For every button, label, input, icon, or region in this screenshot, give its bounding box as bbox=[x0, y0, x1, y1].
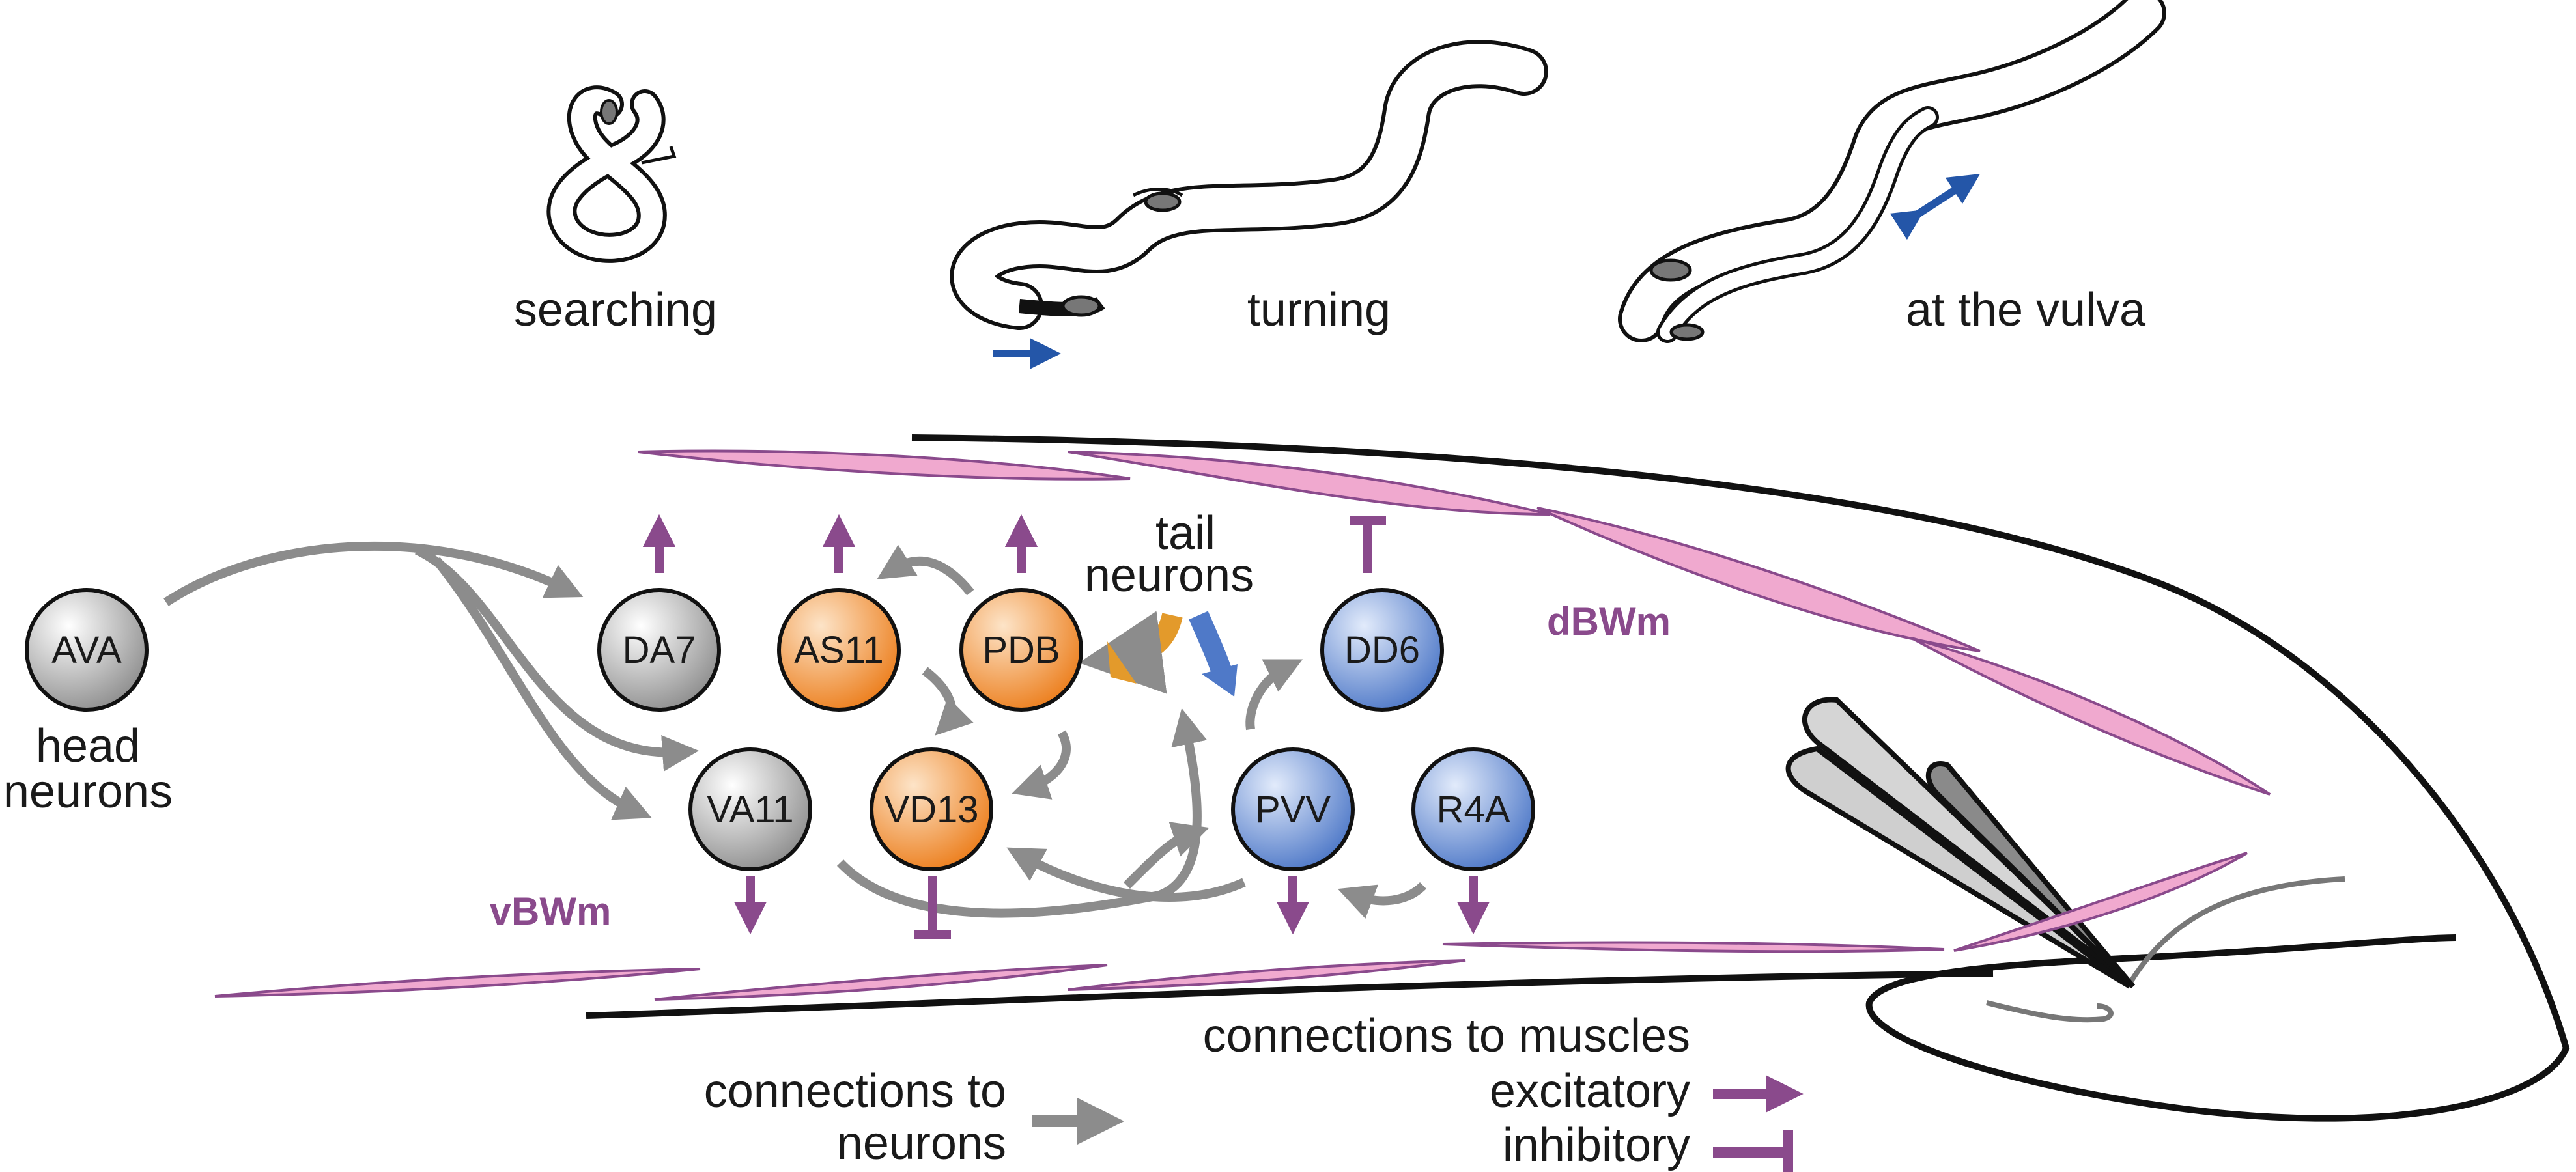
connection-as11-vd13 bbox=[922, 667, 974, 736]
behavior-at-vulva-label: at the vulva bbox=[1906, 284, 2146, 336]
tail-blue-arrowhead bbox=[1202, 664, 1238, 697]
connection-pvv-vd13 bbox=[1006, 847, 1246, 902]
svg-text:PDB: PDB bbox=[982, 629, 1060, 671]
svg-text:R4A: R4A bbox=[1437, 788, 1510, 831]
ventral-muscle-2 bbox=[654, 964, 1108, 1001]
neuron-as11: AS11 bbox=[777, 588, 901, 712]
behavior-turning-label: turning bbox=[1247, 284, 1391, 336]
spicules bbox=[1785, 697, 2136, 989]
muscle-connections bbox=[642, 514, 1490, 939]
connection-pvv-dd6 bbox=[1245, 659, 1303, 731]
body-wall-muscles bbox=[214, 449, 2271, 1001]
ventral-muscle-3 bbox=[1068, 959, 1466, 991]
tail-neurons-label-line2: neurons bbox=[1084, 550, 1254, 602]
ventral-muscle-1 bbox=[214, 968, 701, 998]
legend-excitatory-label: excitatory bbox=[1490, 1065, 1690, 1117]
connection-pdb-as11 bbox=[877, 544, 974, 596]
neuron-vd13: VD13 bbox=[870, 747, 993, 871]
neuron-pdb: PDB bbox=[959, 588, 1083, 712]
head-neurons-label-line1: head bbox=[36, 720, 140, 772]
worm-body-outline bbox=[586, 434, 2570, 1122]
neuron-va11: VA11 bbox=[688, 747, 812, 871]
svg-text:DD6: DD6 bbox=[1344, 629, 1420, 671]
neuron-dd6: DD6 bbox=[1320, 588, 1444, 712]
worm-searching bbox=[546, 85, 677, 263]
legend-neurons-line2: neurons bbox=[837, 1117, 1006, 1169]
connection-pdb-vd13 bbox=[1012, 730, 1071, 800]
dorsal-muscle-label: dBWm bbox=[1547, 600, 1671, 643]
svg-text:PVV: PVV bbox=[1255, 788, 1331, 831]
svg-text:VD13: VD13 bbox=[884, 788, 978, 831]
connection-ava-da7 bbox=[163, 541, 584, 606]
connection-vd13-pvv bbox=[1124, 822, 1210, 889]
ventral-muscle-4 bbox=[1442, 941, 1945, 953]
vulva-direction-arrow bbox=[1890, 173, 1981, 240]
svg-text:DA7: DA7 bbox=[623, 629, 696, 671]
head-neurons-label-line2: neurons bbox=[3, 766, 173, 818]
legend-inhibitory-label: inhibitory bbox=[1503, 1119, 1690, 1171]
neuron-connections bbox=[163, 541, 1426, 919]
connection-ava-va11-lower bbox=[432, 557, 652, 820]
tail-orange-arrowhead bbox=[1107, 641, 1137, 684]
dorsal-muscle-3 bbox=[1536, 507, 1981, 652]
dorsal-muscle-1 bbox=[638, 449, 1131, 481]
ventral-muscle-label: vBWm bbox=[490, 889, 612, 933]
neuron-r4a: R4A bbox=[1411, 747, 1535, 871]
tail-neurons-label-line1: tail bbox=[1155, 507, 1215, 559]
tail-orange-arrow bbox=[1079, 611, 1183, 694]
connection-r4a-pvv bbox=[1337, 882, 1426, 919]
svg-text:AS11: AS11 bbox=[794, 629, 884, 671]
neuron-pvv: PVV bbox=[1231, 747, 1355, 871]
ventral-muscle-5 bbox=[1953, 852, 2248, 952]
dorsal-muscle-4 bbox=[1911, 637, 2271, 796]
legend-muscles-title: connections to muscles bbox=[1203, 1010, 1690, 1062]
svg-text:VA11: VA11 bbox=[707, 788, 793, 831]
neuron-da7: DA7 bbox=[597, 588, 721, 712]
svg-text:AVA: AVA bbox=[51, 629, 122, 671]
legend: connections to neurons connections to mu… bbox=[704, 1010, 1804, 1172]
legend-neurons-line1: connections to bbox=[704, 1065, 1006, 1117]
neuron-ava: AVA bbox=[25, 588, 149, 712]
behavior-searching-label: searching bbox=[514, 284, 717, 336]
worm-turning bbox=[950, 40, 1548, 330]
worm-at-vulva bbox=[1618, 0, 2166, 343]
